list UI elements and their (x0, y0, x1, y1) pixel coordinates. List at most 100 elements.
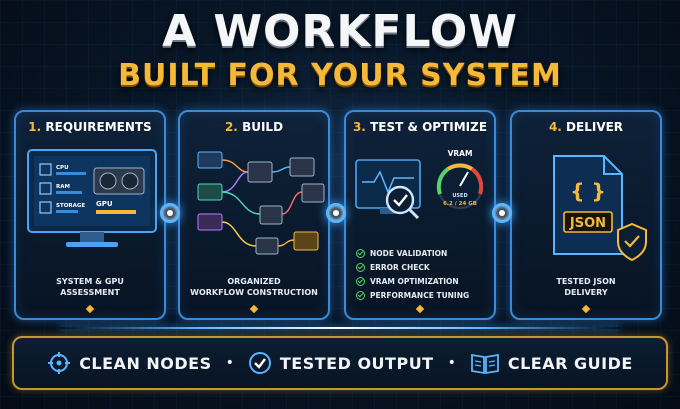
cpu-bar (56, 172, 86, 175)
separator-dot: • (447, 355, 456, 371)
check-label: VRAM OPTIMIZATION (370, 276, 459, 286)
vram-label: VRAM (448, 149, 473, 158)
check-circle-icon (356, 262, 365, 272)
title-line-1: A WORKFLOW (162, 6, 518, 57)
node-wire (221, 159, 249, 173)
feature-tested-output: TESTED OUTPUT (248, 351, 434, 375)
magnifier-handle (407, 207, 420, 220)
node-box (289, 157, 315, 177)
step-title: TEST & OPTIMIZE (370, 120, 488, 134)
monitor-stand (66, 242, 118, 247)
file-icon (553, 155, 623, 255)
magnifier-icon (385, 185, 415, 215)
check-circle-icon (356, 248, 365, 258)
gauge-needle (459, 171, 469, 187)
subtitle-line-1: TESTED JSON (556, 277, 616, 286)
storage-chip-icon (39, 201, 52, 214)
test-illustration: VRAM USED 6.2 / 24 GB (355, 149, 484, 220)
subtitle-line-1: SYSTEM & GPU (56, 277, 124, 286)
node-wire (221, 191, 261, 215)
check-label: NODE VALIDATION (370, 248, 448, 258)
shield-check-icon (624, 235, 640, 248)
subtitle-line-2: ASSESSMENT (60, 288, 120, 297)
gauge-arc-green (436, 167, 450, 195)
node-box (301, 183, 325, 203)
step-card-requirements: 1. REQUIREMENTS CPU RAM STORAGE GPU SYST… (14, 110, 166, 320)
check-circle-icon (248, 352, 271, 374)
gpu-fan-2 (121, 172, 139, 190)
node-wire (221, 221, 257, 247)
connector-node-icon (487, 198, 517, 228)
node-box (197, 151, 223, 169)
json-label: JSON (569, 216, 606, 231)
step-card-test-optimize: 3. TEST & OPTIMIZE VRAM USED 6.2 / 24 GB… (344, 110, 496, 320)
diamond-ornament (249, 304, 259, 314)
step-heading: 3. TEST & OPTIMIZE (346, 120, 494, 134)
subtitle-line-2: DELIVERY (564, 288, 608, 297)
check-circle-icon (356, 290, 365, 300)
gpu-bar (96, 210, 136, 214)
step-number: 2. (224, 120, 238, 134)
node-box (259, 205, 283, 225)
diamond-ornament (85, 304, 95, 314)
monitor-illustration: CPU RAM STORAGE GPU (27, 149, 157, 247)
separator-dot: • (225, 355, 234, 371)
check-label: PERFORMANCE TUNING (370, 290, 470, 300)
gauge-arc-red (470, 167, 484, 195)
node-box (247, 161, 273, 183)
node-wire (281, 191, 303, 215)
storage-bar (56, 210, 78, 213)
ram-chip-icon (39, 182, 52, 195)
node-wire (221, 171, 249, 193)
connector-dot (333, 210, 339, 216)
check-list: NODE VALIDATION ERROR CHECK VRAM OPTIMIZ… (356, 246, 496, 302)
node-box (293, 231, 319, 251)
cpu-label: CPU (56, 165, 69, 171)
step-subtitle: ORGANIZED WORKFLOW CONSTRUCTION (180, 276, 328, 298)
vram-value: 6.2 / 24 GB (443, 201, 477, 207)
node-box (255, 237, 279, 255)
shield-icon (617, 222, 647, 262)
file-fold (603, 156, 622, 175)
feature-clear-guide: CLEAR GUIDE (470, 351, 633, 375)
vram-used-label: USED (452, 193, 467, 199)
list-item: ERROR CHECK (356, 260, 496, 274)
list-item: PERFORMANCE TUNING (356, 288, 496, 302)
check-circle-icon (356, 276, 365, 286)
json-tag (563, 211, 613, 233)
step-title: DELIVER (566, 120, 624, 134)
step-heading: 4. DELIVER (512, 120, 660, 134)
glow-divider (60, 327, 620, 329)
feature-clean-nodes: CLEAN NODES (47, 351, 211, 375)
ram-label: RAM (56, 184, 70, 190)
small-monitor-stand (380, 208, 396, 214)
node-box (197, 213, 223, 231)
diamond-ornament (581, 304, 591, 314)
json-file-illustration: { } JSON (553, 155, 647, 262)
crosshair-icon (48, 352, 71, 374)
step-title: BUILD (242, 120, 284, 134)
step-heading: 1. REQUIREMENTS (16, 120, 164, 134)
node-box (197, 183, 223, 201)
storage-label: STORAGE (56, 203, 85, 209)
feature-label: TESTED OUTPUT (279, 353, 434, 373)
step-subtitle: SYSTEM & GPU ASSESSMENT (16, 276, 164, 298)
check-label: ERROR CHECK (370, 262, 430, 272)
list-item: VRAM OPTIMIZATION (356, 274, 496, 288)
step-number: 4. (548, 120, 562, 134)
step-number: 3. (352, 120, 366, 134)
feature-bar: CLEAN NODES • TESTED OUTPUT • CLEAR GUID… (12, 336, 668, 390)
node-wire (271, 166, 291, 173)
check-icon (393, 194, 408, 207)
step-title: REQUIREMENTS (45, 120, 152, 134)
pulse-line (362, 170, 414, 194)
connector-node-icon (321, 198, 351, 228)
gpu-fan-1 (99, 172, 117, 190)
feature-label: CLEAR GUIDE (507, 353, 633, 373)
braces-glyph: { } (570, 179, 605, 203)
monitor-neck (80, 232, 104, 242)
step-card-deliver: 4. DELIVER { } JSON TESTED JSON DELIVERY (510, 110, 662, 320)
step-card-build: 2. BUILD ORGANIZED WORKFLOW CONSTRUCTION (178, 110, 330, 320)
subtitle-line-2: WORKFLOW CONSTRUCTION (190, 288, 318, 297)
step-heading: 2. BUILD (180, 120, 328, 134)
